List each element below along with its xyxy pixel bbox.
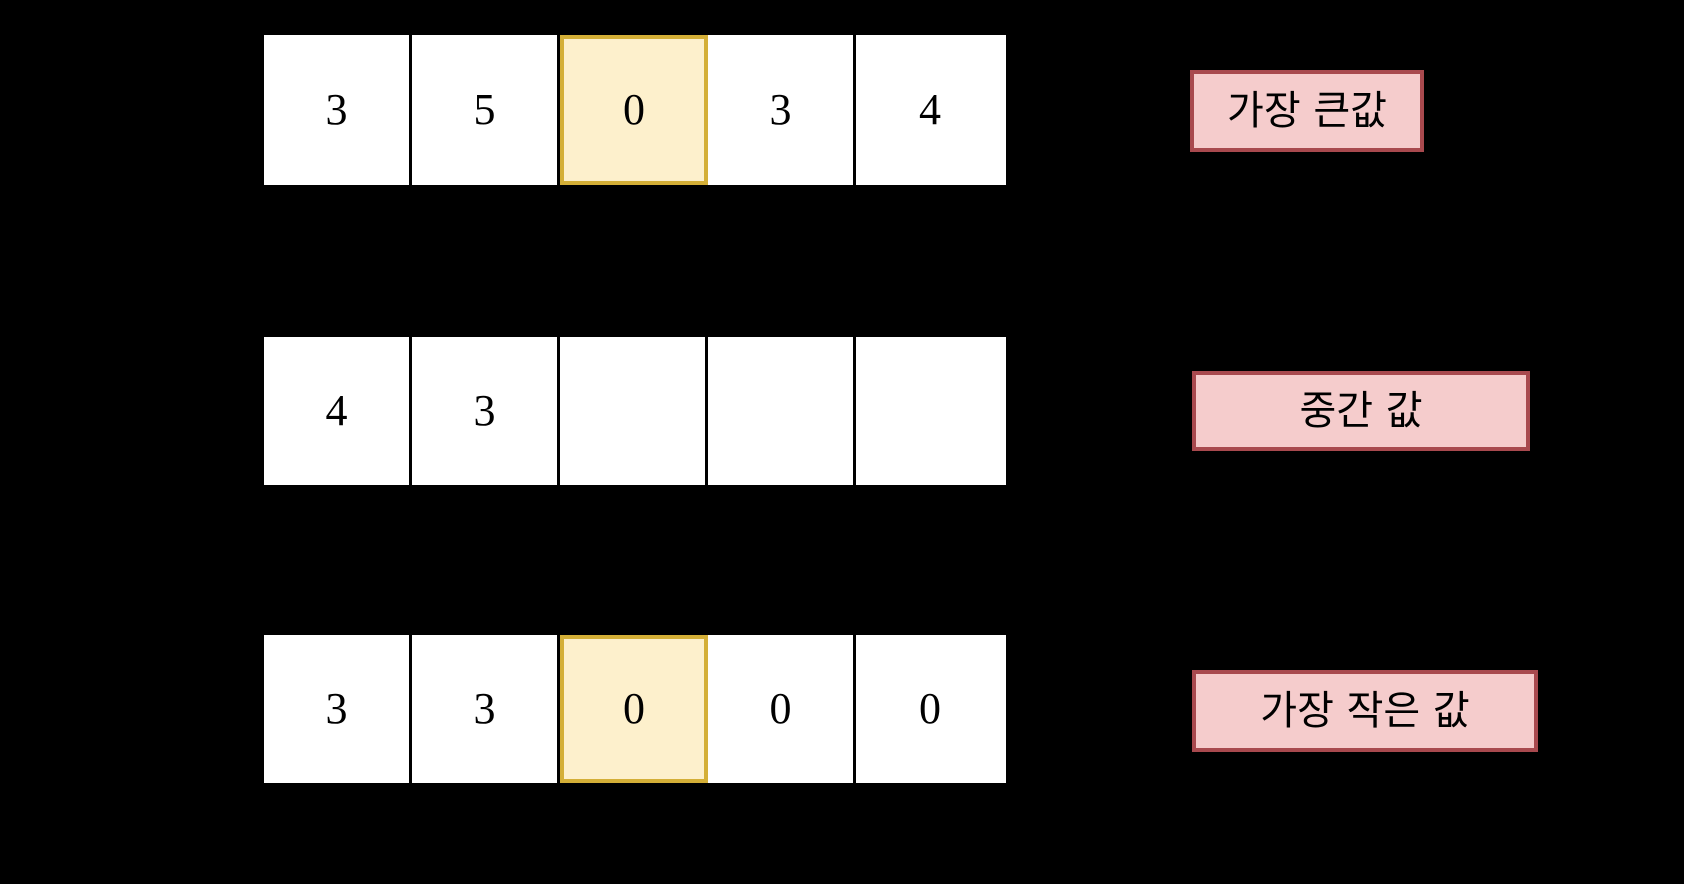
label-largest-value: 가장 큰값 [1190, 70, 1424, 152]
array-cell[interactable]: 3 [412, 337, 560, 485]
array-cell[interactable]: 3 [264, 35, 412, 185]
array-cell[interactable]: 0 [708, 635, 856, 783]
label-middle-value: 중간 값 [1192, 371, 1530, 451]
array-row-2: 4 3 [264, 337, 1006, 485]
array-row-3: 3 3 0 0 0 [264, 635, 1006, 783]
array-cell[interactable]: 4 [856, 35, 1004, 185]
array-cell-highlighted[interactable]: 0 [560, 35, 708, 185]
array-row-1: 3 5 0 3 4 [264, 35, 1006, 185]
array-cell[interactable]: 3 [708, 35, 856, 185]
array-cell-empty[interactable] [708, 337, 856, 485]
array-cell[interactable]: 3 [264, 635, 412, 783]
array-cell-empty[interactable] [856, 337, 1004, 485]
array-cell-empty[interactable] [560, 337, 708, 485]
array-cell[interactable]: 5 [412, 35, 560, 185]
array-cell[interactable]: 0 [856, 635, 1004, 783]
array-cell[interactable]: 3 [412, 635, 560, 783]
array-cell[interactable]: 4 [264, 337, 412, 485]
label-smallest-value: 가장 작은 값 [1192, 670, 1538, 752]
array-cell-highlighted[interactable]: 0 [560, 635, 708, 783]
